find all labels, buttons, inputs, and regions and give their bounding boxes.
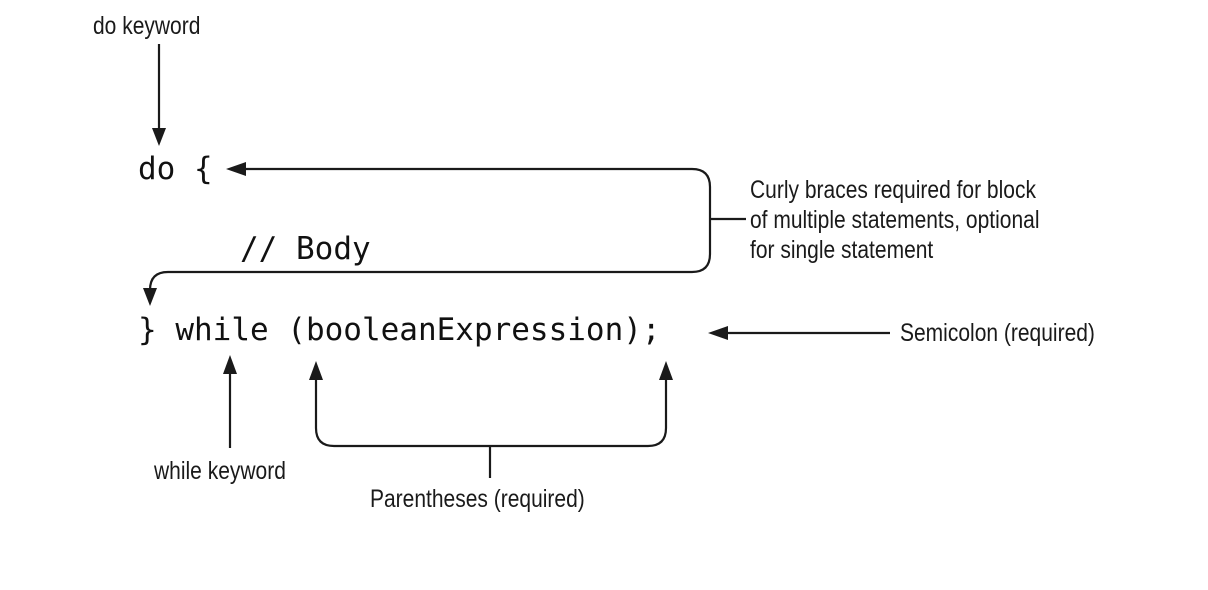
- curly-braces-label-line-1: Curly braces required for block: [750, 176, 1036, 204]
- code-line-body: // Body: [240, 231, 371, 267]
- semicolon-label: Semicolon (required): [900, 319, 1095, 347]
- code-line-do: do {: [138, 151, 213, 187]
- parentheses-bracket: [309, 361, 673, 478]
- while-keyword-arrow: [223, 355, 237, 448]
- semicolon-arrow: [708, 326, 890, 340]
- code-line-while: } while (booleanExpression);: [138, 312, 661, 348]
- do-keyword-arrow: [152, 44, 166, 146]
- while-keyword-label: while keyword: [154, 457, 286, 485]
- curly-braces-label-line-2: of multiple statements, optional: [750, 206, 1040, 234]
- do-keyword-label: do keyword: [93, 12, 201, 40]
- curly-brace-bracket: [143, 162, 746, 306]
- curly-braces-label-line-3: for single statement: [750, 236, 934, 264]
- parentheses-label: Parentheses (required): [370, 485, 585, 513]
